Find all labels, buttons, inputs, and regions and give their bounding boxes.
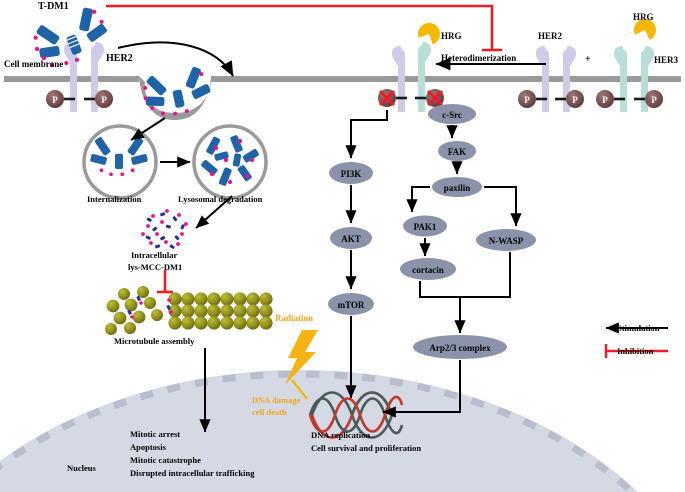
label-intracellular-line2: lys-MCC-DM1 bbox=[128, 262, 183, 272]
phosphate-p-her3-1 bbox=[596, 90, 625, 108]
phospho-block-x-icon bbox=[426, 89, 444, 107]
label-lysosomal-degradation: Lysosomal degradation bbox=[178, 194, 263, 204]
legend-label-stimulation: Stimulation bbox=[617, 323, 660, 333]
legend-inhibition-tbar bbox=[604, 344, 668, 358]
her2-her3-heterodimer bbox=[392, 23, 440, 112]
label-radiation: Radiation bbox=[275, 313, 314, 323]
phosphate-p-dimer-2 bbox=[415, 89, 444, 107]
pathway-node-fak[interactable] bbox=[438, 141, 476, 161]
inhibition-heterodimerization bbox=[106, 4, 502, 52]
pathway-node-n-wasp[interactable] bbox=[476, 229, 536, 251]
label-cell-membrane: Cell membrane bbox=[4, 59, 64, 69]
dna-helix-strands bbox=[308, 395, 404, 435]
label-her3-right: HER3 bbox=[654, 55, 679, 65]
her2-receptor-left bbox=[64, 42, 104, 112]
phosphate-p-left-2 bbox=[84, 90, 113, 108]
label-hrg-left: HRG bbox=[441, 31, 462, 41]
label-her2-left: HER2 bbox=[106, 53, 133, 64]
label-heterodimerization: Heterodimerization bbox=[441, 53, 517, 63]
arrow-pit-to-internalization bbox=[130, 117, 166, 141]
outcome-right-0: DNA replication bbox=[311, 430, 371, 440]
arrow-tdm1-to-receptor bbox=[117, 41, 234, 77]
pathway-node-paxilin[interactable] bbox=[432, 177, 482, 197]
phosphate-p-her3-2 bbox=[634, 90, 663, 108]
hrg-ligand-left bbox=[418, 23, 440, 45]
tdm1-antibody-free bbox=[33, 7, 107, 67]
outcome-left-2: Mitotic catastrophe bbox=[130, 455, 201, 465]
pathway-node-shapes bbox=[328, 104, 536, 359]
phosphate-p-dimer-1 bbox=[378, 89, 407, 107]
label-dna-damage-line1: DNA damage bbox=[252, 395, 301, 405]
label-intracellular-line1: Intracellular bbox=[131, 250, 178, 260]
her3-receptor-right bbox=[614, 19, 656, 112]
phosphate-p-her2-2 bbox=[555, 90, 584, 108]
pathway-node-c-src[interactable] bbox=[428, 104, 476, 124]
pathway-node-pi3k[interactable] bbox=[329, 162, 373, 184]
pathway-node-akt[interactable] bbox=[330, 227, 372, 249]
microtubule-assembly-graphic bbox=[105, 286, 273, 335]
her2-receptor-middle bbox=[536, 46, 576, 112]
tdm1-antibody-bound bbox=[143, 66, 211, 116]
legend-graphics bbox=[604, 322, 668, 358]
phosphate-p-left-1 bbox=[46, 90, 75, 108]
label-nucleus: Nucleus bbox=[67, 463, 96, 473]
phosphate-p-her2-1 bbox=[518, 90, 547, 108]
inhibition-microtubule bbox=[157, 270, 173, 294]
radiation-bolt-icon bbox=[285, 330, 318, 385]
outcome-left-1: Apoptosis bbox=[130, 442, 166, 452]
arrow-lysosome-to-metabolite bbox=[195, 195, 233, 229]
lys-mcc-dm1-metabolite-cloud bbox=[141, 209, 188, 249]
label-microtubule-assembly: Microtubule assembly bbox=[114, 336, 195, 346]
pathway-node-pak1[interactable] bbox=[403, 215, 447, 237]
signaling-arrows bbox=[345, 110, 522, 418]
internalization-vesicle bbox=[82, 124, 158, 200]
hrg-ligand-right bbox=[634, 19, 656, 40]
label-dna-damage-line2: cell death bbox=[252, 407, 287, 417]
dm1-drug-dots bbox=[33, 9, 104, 67]
label-plus-sign: + bbox=[585, 54, 591, 65]
phospho-block-x-icon bbox=[378, 89, 396, 107]
legend-label-inhibition: Inhibition bbox=[617, 346, 654, 356]
lysosome-vesicle bbox=[192, 124, 268, 200]
label-tdm1: T-DM1 bbox=[38, 1, 69, 12]
label-her2-mid: HER2 bbox=[538, 31, 563, 41]
radiation-to-dna-line bbox=[291, 379, 308, 400]
phosphate-markers bbox=[46, 89, 663, 108]
pathway-node-cortacin[interactable] bbox=[400, 258, 456, 280]
outcome-right-1: Cell survival and proliferation bbox=[311, 443, 422, 453]
outcome-left-0: Mitotic arrest bbox=[130, 429, 181, 439]
label-internalization: Internalization bbox=[87, 194, 142, 204]
pathway-node-mtor[interactable] bbox=[328, 293, 374, 315]
outcome-left-3: Disrupted intracellular trafficking bbox=[130, 468, 255, 478]
label-hrg-right: HRG bbox=[633, 12, 654, 22]
pathway-node-arp23[interactable] bbox=[413, 335, 507, 359]
